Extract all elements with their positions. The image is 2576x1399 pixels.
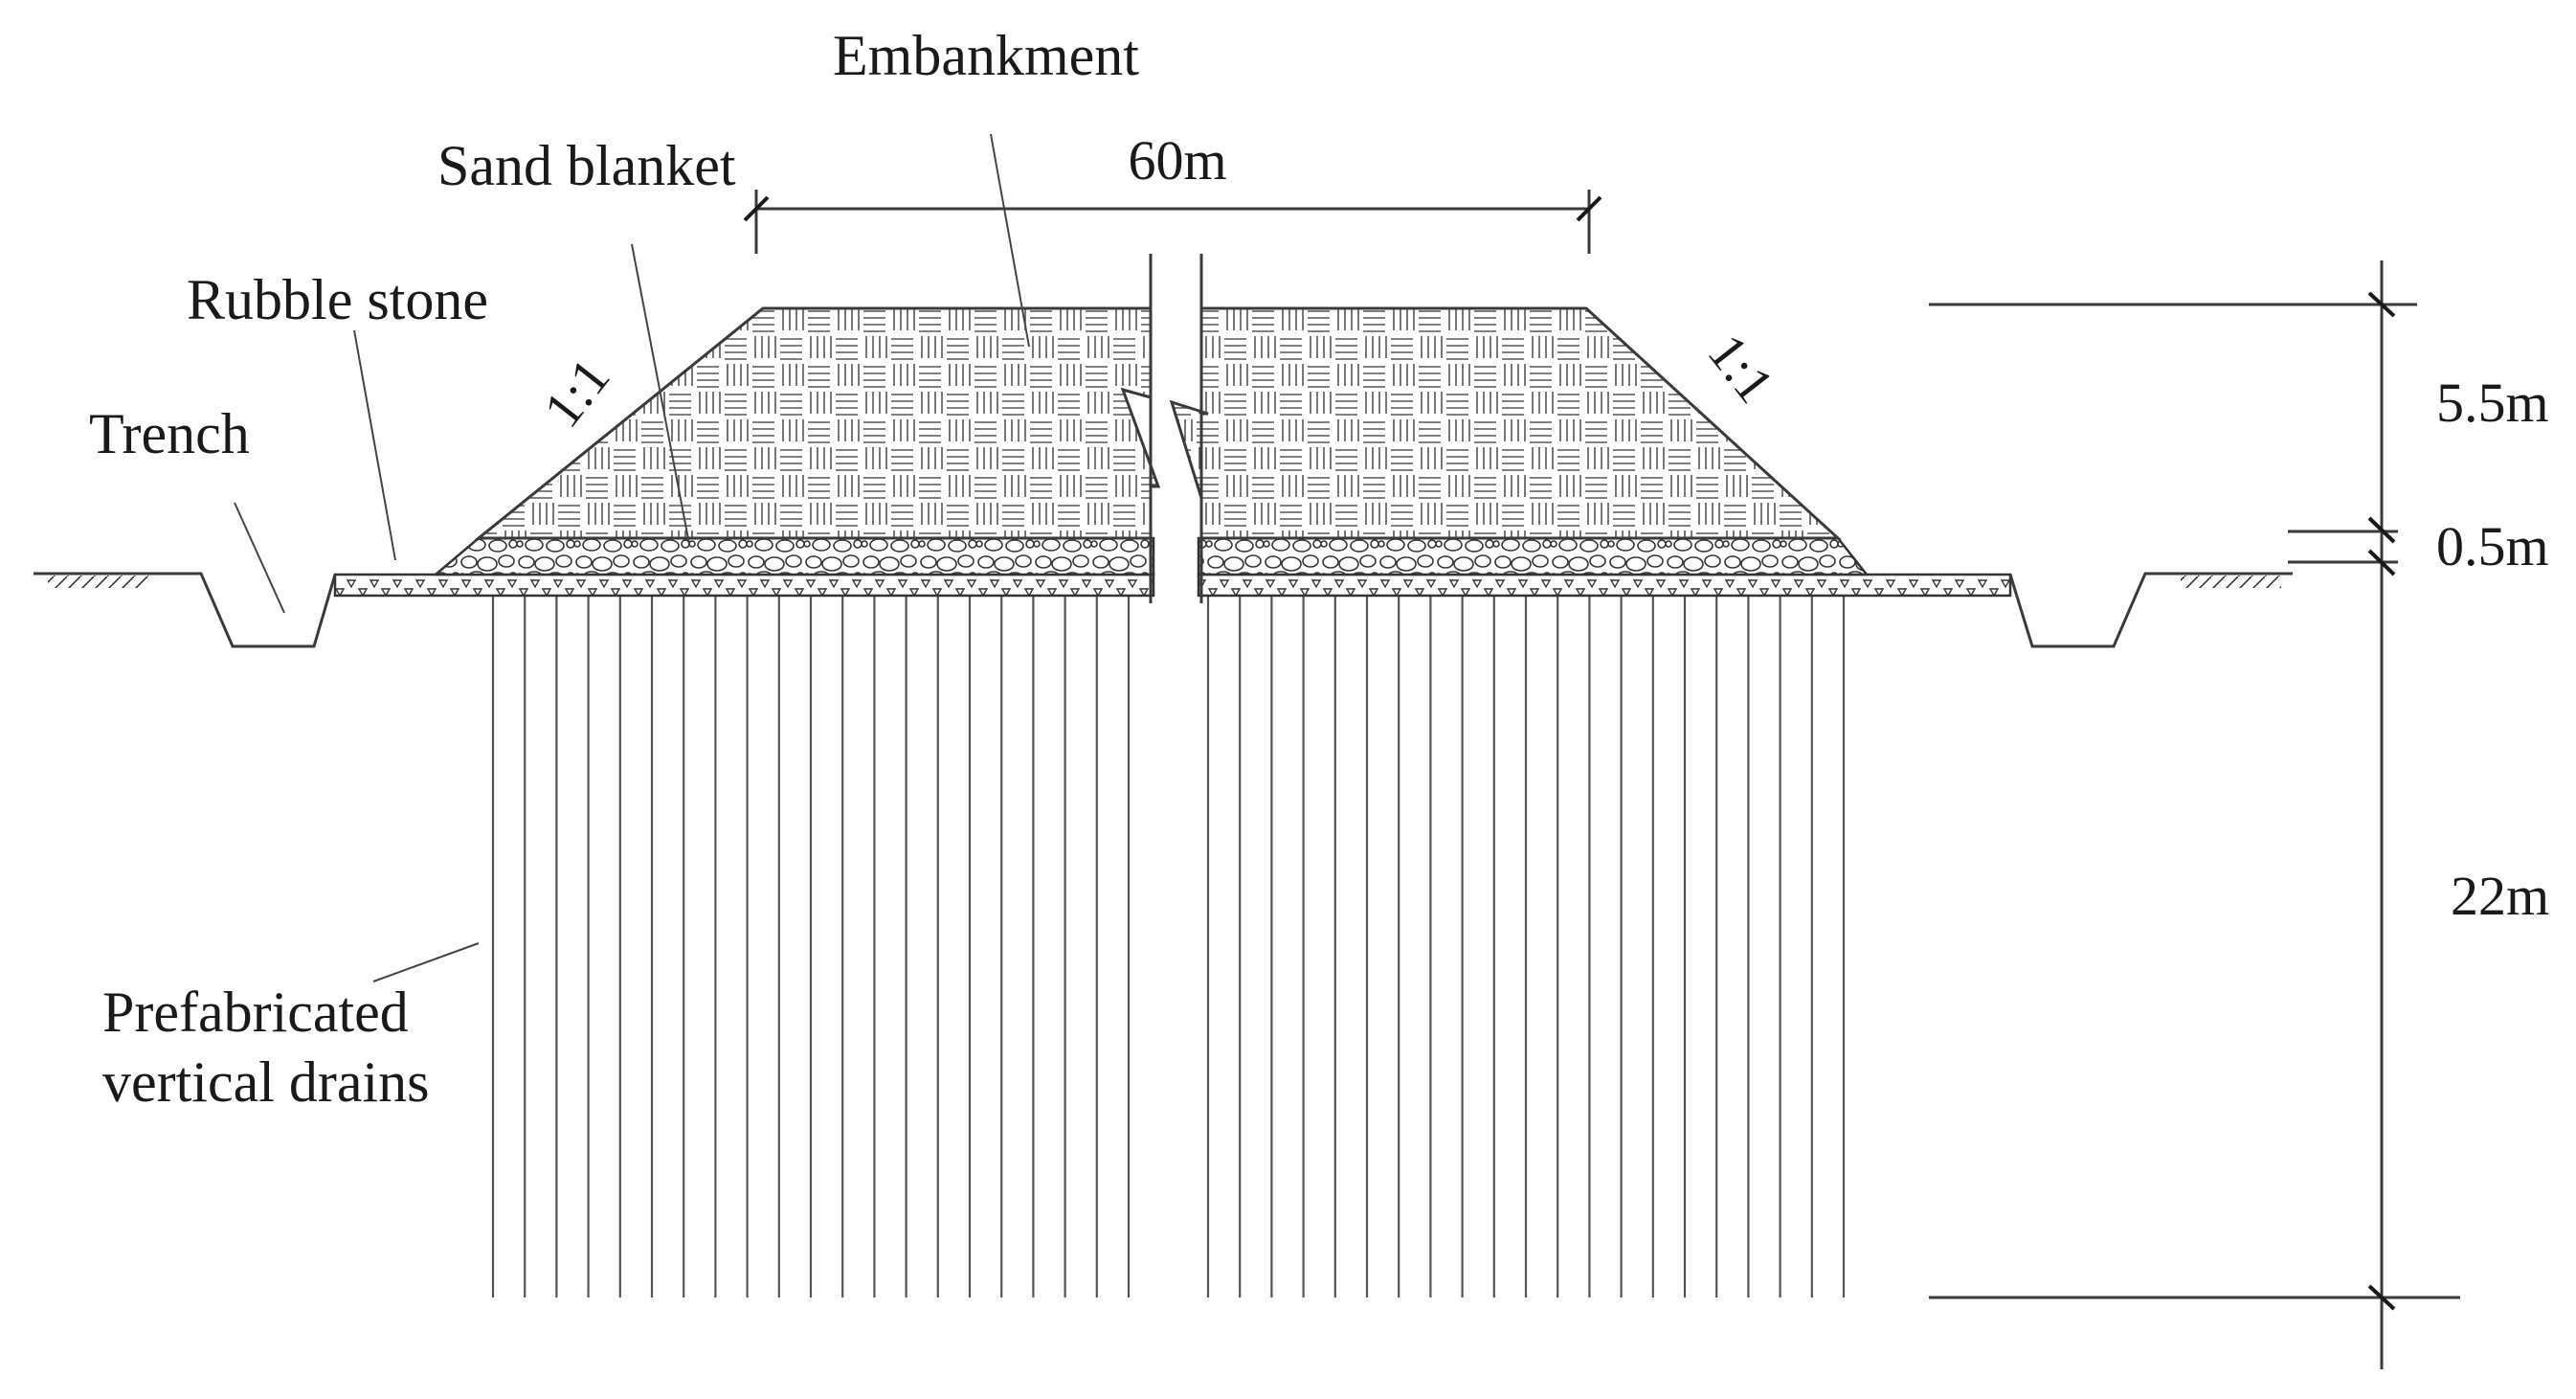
pvd-label-line2: vertical drains (102, 1050, 430, 1114)
embankment-height-label: 5.5m (2436, 372, 2549, 434)
embankment-body (474, 254, 1842, 603)
left-slope-label: 1:1 (532, 348, 621, 439)
embankment-label: Embankment (833, 24, 1139, 87)
crest-width-label: 60m (1128, 129, 1226, 192)
sand-blanket-thickness-label: 0.5m (2436, 515, 2549, 577)
leader-lines (234, 133, 1030, 982)
crest-width-dimension: 60m (743, 129, 1602, 254)
drain-depth-label: 22m (2451, 865, 2549, 927)
rubble-stone-layer (432, 536, 1870, 576)
sand-blanket-label: Sand blanket (437, 134, 736, 197)
rubble-stone-label: Rubble stone (187, 268, 488, 331)
right-slope-label: 1:1 (1696, 324, 1785, 415)
prefabricated-vertical-drains (491, 596, 1846, 1297)
sand-blanket-layer (333, 573, 2012, 598)
vertical-dimension-chain: 5.5m 0.5m 22m (1929, 260, 2549, 1369)
pvd-label-line1: Prefabricated (102, 981, 409, 1044)
ground-profile (34, 572, 2293, 648)
trench-label: Trench (89, 402, 250, 465)
